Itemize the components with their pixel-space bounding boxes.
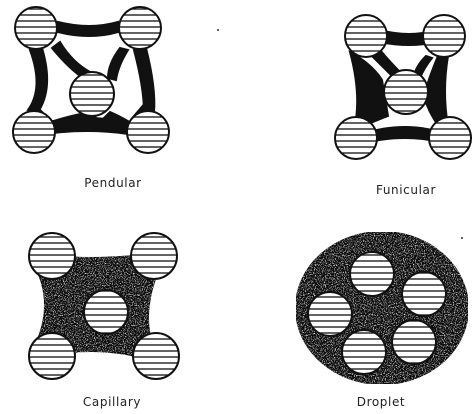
particle [392, 320, 436, 364]
particle [133, 333, 179, 379]
particle [350, 252, 394, 296]
particle [402, 272, 446, 316]
particle [127, 111, 169, 153]
capillary-label: Capillary [83, 395, 141, 409]
particle [429, 117, 471, 159]
particle [131, 233, 177, 279]
particle [384, 70, 428, 114]
particle [335, 117, 377, 159]
particle [345, 15, 387, 57]
scan-speck [461, 237, 463, 239]
capillary-panel [29, 233, 179, 379]
funicular-label: Funicular [376, 183, 436, 197]
droplet-label: Droplet [357, 395, 406, 409]
particle [308, 292, 352, 336]
particle [423, 15, 465, 57]
particle [13, 111, 55, 153]
particle [29, 333, 75, 379]
pendular-panel [13, 7, 169, 153]
droplet-panel [296, 232, 468, 384]
particle [119, 7, 161, 49]
particle [84, 290, 128, 334]
particle [15, 7, 57, 49]
particle [29, 233, 75, 279]
scan-speck [217, 29, 219, 31]
particle [70, 72, 114, 116]
particle [342, 330, 386, 374]
pendular-label: Pendular [84, 176, 141, 190]
funicular-panel [335, 15, 471, 159]
